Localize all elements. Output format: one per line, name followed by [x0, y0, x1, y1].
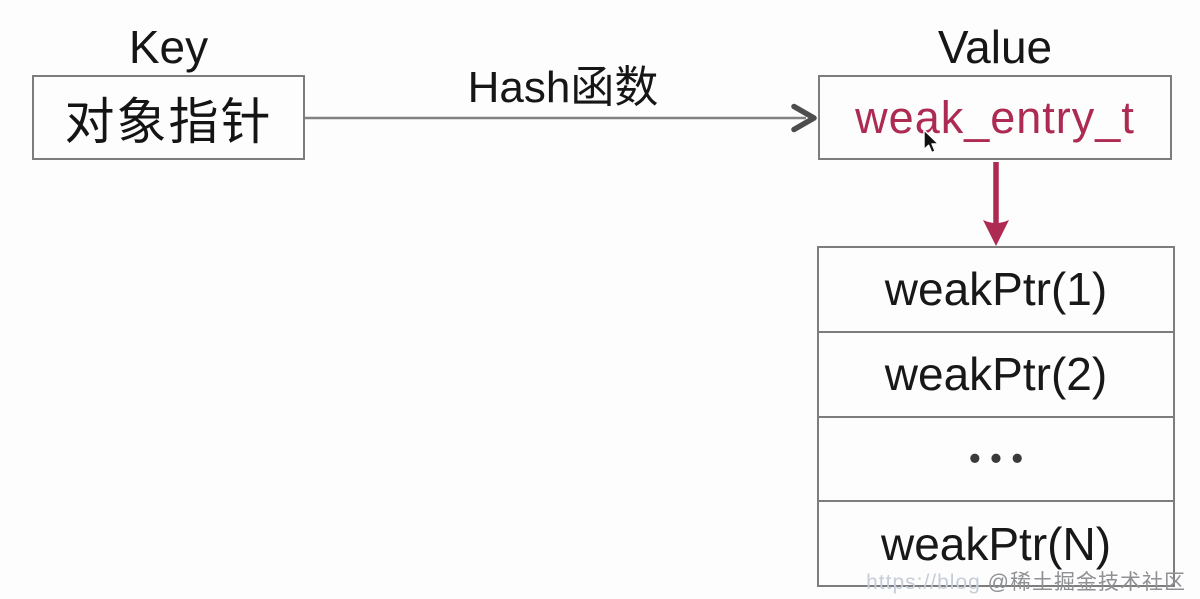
key-box-text: 对象指针 — [64, 93, 273, 150]
value-label: Value — [937, 21, 1053, 73]
table-row-weakptr-2: weakPtr(2) — [819, 330, 1173, 416]
table-row-text: weakPtr(2) — [884, 348, 1108, 401]
value-box: weak_entry_t — [818, 75, 1172, 160]
table-row-weakptr-n: weakPtr(N) — [819, 500, 1173, 585]
down-arrow — [983, 162, 1009, 246]
key-label: Key — [128, 21, 209, 73]
key-box: 对象指针 — [32, 75, 305, 160]
table-row-ellipsis: ••• — [819, 415, 1173, 501]
weak-ptr-table: weakPtr(1) weakPtr(2) ••• weakPtr(N) — [817, 246, 1175, 587]
value-box-text: weak_entry_t — [855, 91, 1135, 143]
table-row-weakptr-1: weakPtr(1) — [819, 248, 1173, 331]
hash-function-label: Hash函数 — [467, 63, 659, 112]
table-row-text: weakPtr(N) — [880, 517, 1112, 570]
watermark-community-text: @稀土掘金技术社区 — [987, 571, 1186, 594]
watermark: https://blog @稀土掘金技术社区 — [866, 566, 1186, 596]
ellipsis-dots: ••• — [969, 440, 1033, 477]
watermark-url-text: https://blog — [866, 571, 981, 594]
table-row-text: weakPtr(1) — [884, 263, 1108, 316]
